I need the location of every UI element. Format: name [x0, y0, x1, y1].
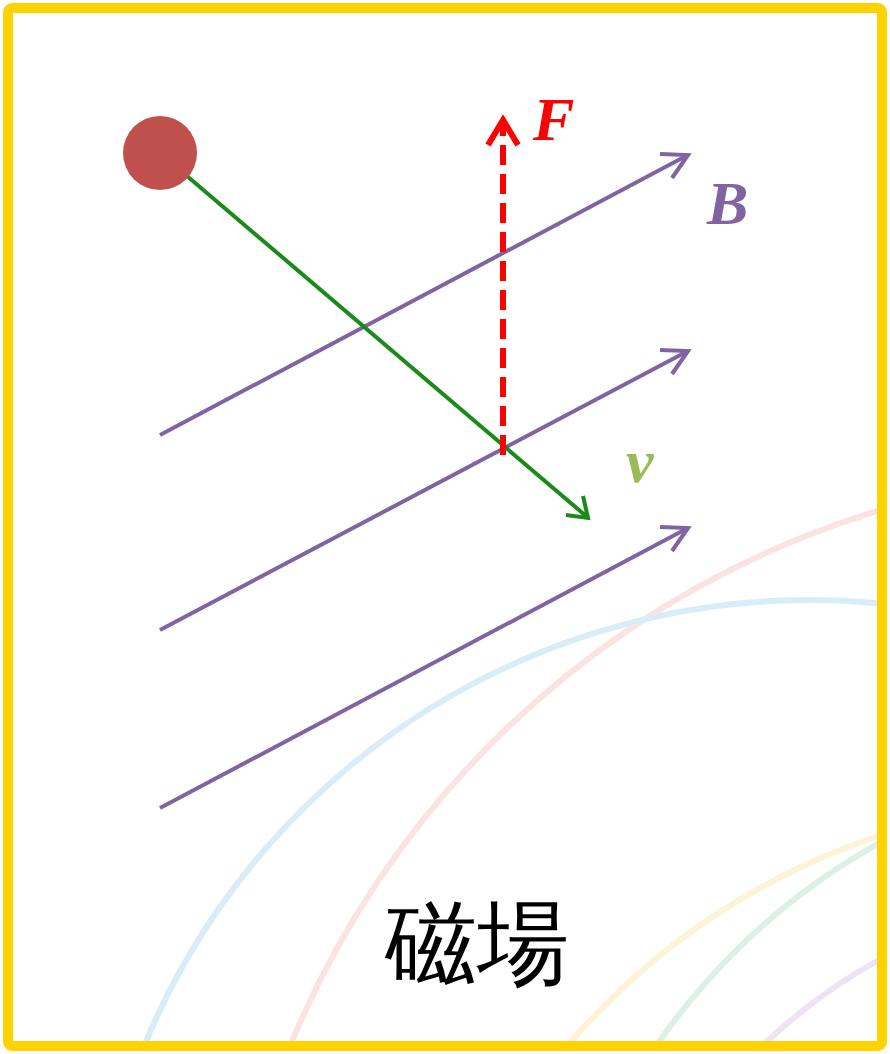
velocity-arrow [160, 153, 588, 518]
force-label: F [533, 88, 574, 150]
charged-particle [123, 116, 197, 190]
velocity-label: v [626, 430, 654, 492]
frame-border [8, 8, 882, 1046]
caption-label: 磁場 [385, 898, 569, 990]
force-arrow [488, 120, 518, 455]
field-label: B [707, 172, 748, 234]
field-lines [160, 154, 688, 808]
decorative-arcs [90, 470, 878, 1042]
